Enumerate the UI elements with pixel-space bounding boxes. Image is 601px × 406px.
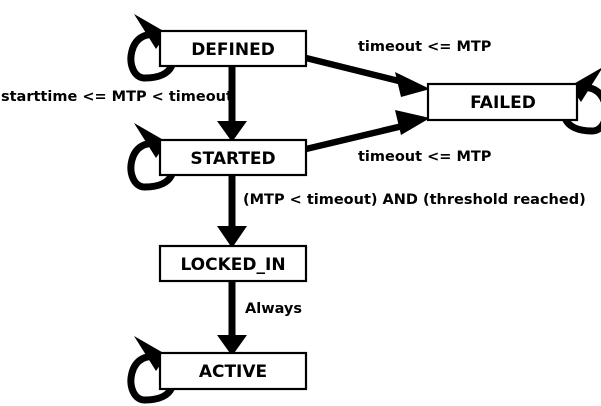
edge-label-defined-to-failed: timeout <= MTP (358, 39, 492, 55)
state-box-started[interactable] (158, 138, 308, 177)
state-box-defined[interactable] (158, 29, 308, 68)
state-node-active[interactable]: ACTIVE (158, 351, 308, 391)
arrowhead-defined-self (134, 14, 167, 49)
state-label-locked-in: LOCKED_IN (180, 255, 285, 275)
arrowhead-started-to-failed (395, 110, 430, 135)
edge-label-defined-to-started: starttime <= MTP < timeout (1, 89, 233, 105)
state-node-defined[interactable]: DEFINED (158, 29, 308, 68)
state-box-failed[interactable] (426, 82, 579, 122)
edge-label-locked-in-to-active: Always (245, 301, 302, 317)
arrowhead-started-self (134, 123, 167, 158)
state-label-active: ACTIVE (199, 362, 267, 382)
arrowhead-defined-to-failed (395, 72, 430, 97)
edge-started-to-locked-in (217, 175, 247, 248)
arrowhead-started-to-locked-in (217, 226, 247, 248)
edge-defined-to-started (217, 66, 247, 142)
edge-started-to-failed (305, 110, 430, 153)
edge-defined-to-failed (305, 54, 430, 97)
arrowhead-locked-in-to-active (217, 335, 247, 356)
state-box-locked-in[interactable] (158, 244, 308, 283)
state-box-active[interactable] (158, 351, 308, 391)
state-label-failed: FAILED (470, 93, 536, 113)
edge-locked-in-to-active (217, 281, 247, 356)
edge-label-started-to-failed: timeout <= MTP (358, 149, 492, 165)
edge-label-started-to-locked-in: (MTP < timeout) AND (threshold reached) (243, 192, 586, 208)
state-node-failed[interactable]: FAILED (426, 82, 579, 122)
state-label-defined: DEFINED (191, 40, 275, 60)
arrowhead-active-self (134, 336, 167, 371)
state-node-locked-in[interactable]: LOCKED_IN (158, 244, 308, 283)
state-node-started[interactable]: STARTED (158, 138, 308, 177)
state-label-started: STARTED (190, 149, 275, 169)
arrowhead-defined-to-started (217, 121, 247, 142)
